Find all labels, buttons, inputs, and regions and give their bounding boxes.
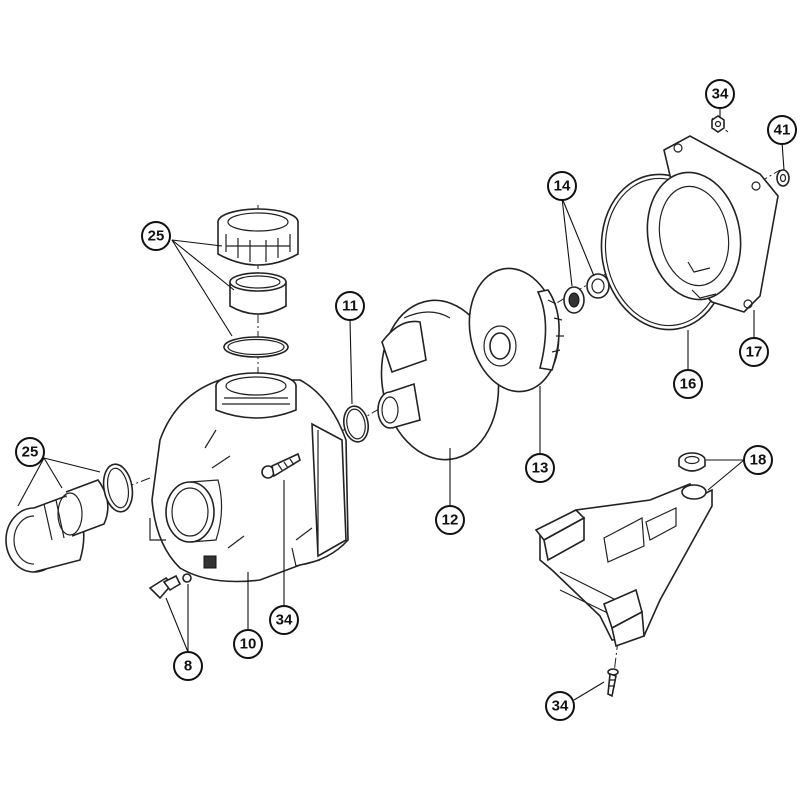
callout-11: 11 <box>335 291 365 321</box>
callout-12: 12 <box>435 505 465 535</box>
part-12-diffuser <box>377 299 500 461</box>
callout-10-label: 10 <box>240 636 257 653</box>
callout-41-label: 41 <box>774 122 791 139</box>
callout-13: 13 <box>525 453 555 483</box>
callout-25-top: 25 <box>141 221 171 251</box>
callout-11-label: 11 <box>342 298 358 315</box>
part-34-bottom-screw <box>607 668 619 698</box>
callout-41: 41 <box>767 115 797 145</box>
callout-14: 14 <box>547 171 577 201</box>
callout-14-label: 14 <box>554 178 571 195</box>
part-18-base-bracket <box>534 452 713 648</box>
callout-17-label: 17 <box>746 344 763 361</box>
callout-34-mid: 34 <box>269 605 299 635</box>
callout-34-bottom-label: 34 <box>552 698 569 715</box>
callout-25-left-label: 25 <box>22 444 39 461</box>
callout-8-label: 8 <box>184 658 192 675</box>
callout-18: 18 <box>743 445 773 475</box>
callout-8: 8 <box>173 651 203 681</box>
callout-16: 16 <box>673 369 703 399</box>
part-10-pump-body <box>149 372 349 583</box>
part-34-top-nut <box>711 115 725 133</box>
callout-10: 10 <box>233 629 263 659</box>
part-25-left-union <box>5 463 134 573</box>
callout-34-top: 34 <box>705 79 735 109</box>
part-41-washer <box>776 169 790 187</box>
part-34-body-screw <box>261 452 301 479</box>
callout-25-left: 25 <box>15 437 45 467</box>
callout-34-bottom: 34 <box>545 691 575 721</box>
callout-18-label: 18 <box>750 452 767 469</box>
part-25-top-union <box>217 208 299 358</box>
callout-13-label: 13 <box>532 460 549 477</box>
part-14-seal <box>563 273 610 314</box>
callout-16-label: 16 <box>680 376 697 393</box>
callout-12-label: 12 <box>442 512 459 529</box>
callout-34-top-label: 34 <box>712 86 729 103</box>
leader-lines <box>17 108 785 701</box>
part-17-motor-flange <box>646 135 779 313</box>
part-13-impeller <box>468 267 564 393</box>
callout-25-top-label: 25 <box>148 228 165 245</box>
callout-17: 17 <box>739 337 769 367</box>
part-8-drain-plug <box>148 573 192 600</box>
callout-34-mid-label: 34 <box>276 612 293 629</box>
part-11-o-ring <box>342 405 370 443</box>
